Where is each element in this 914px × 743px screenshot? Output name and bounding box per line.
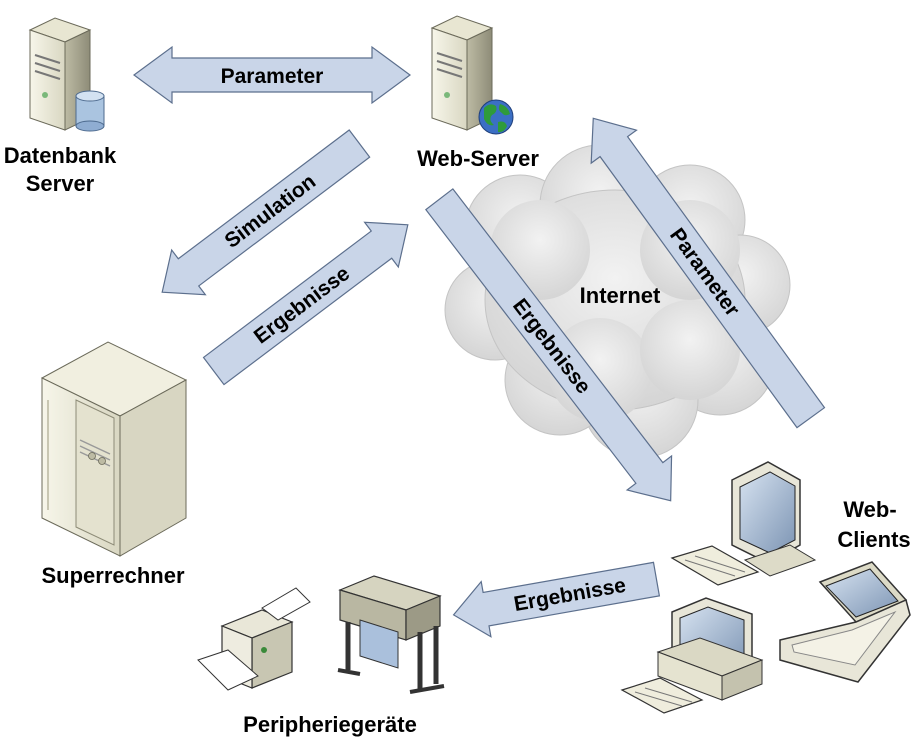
internet-label: Internet [580,283,661,308]
arrow-clients-peripheral: Ergebnisse [452,561,661,638]
datenbank-server-label-line1: Datenbank [4,143,117,168]
web-clients-label-line2: Clients [837,527,910,552]
web-clients-label-line1: Web- [843,497,896,522]
web-server-icon [430,15,514,135]
web-server-label: Web-Server [417,146,539,171]
datenbank-server-label-line2: Server [26,171,95,196]
supercomputer-icon [40,341,188,557]
arrow-db-web: Parameter [132,45,412,105]
peripheriegeraete-label: Peripheriegeräte [243,712,417,737]
client-computers-icon [620,461,911,714]
arrow-label-simulation: Simulation [221,170,321,253]
printer-plotter-icon [197,575,445,694]
database-server-icon [28,17,105,132]
superrechner-label: Superrechner [41,563,184,588]
arrow-label-ergebnisse-super: Ergebnisse [250,262,354,349]
arrow-label-parameter-top: Parameter [221,65,324,88]
